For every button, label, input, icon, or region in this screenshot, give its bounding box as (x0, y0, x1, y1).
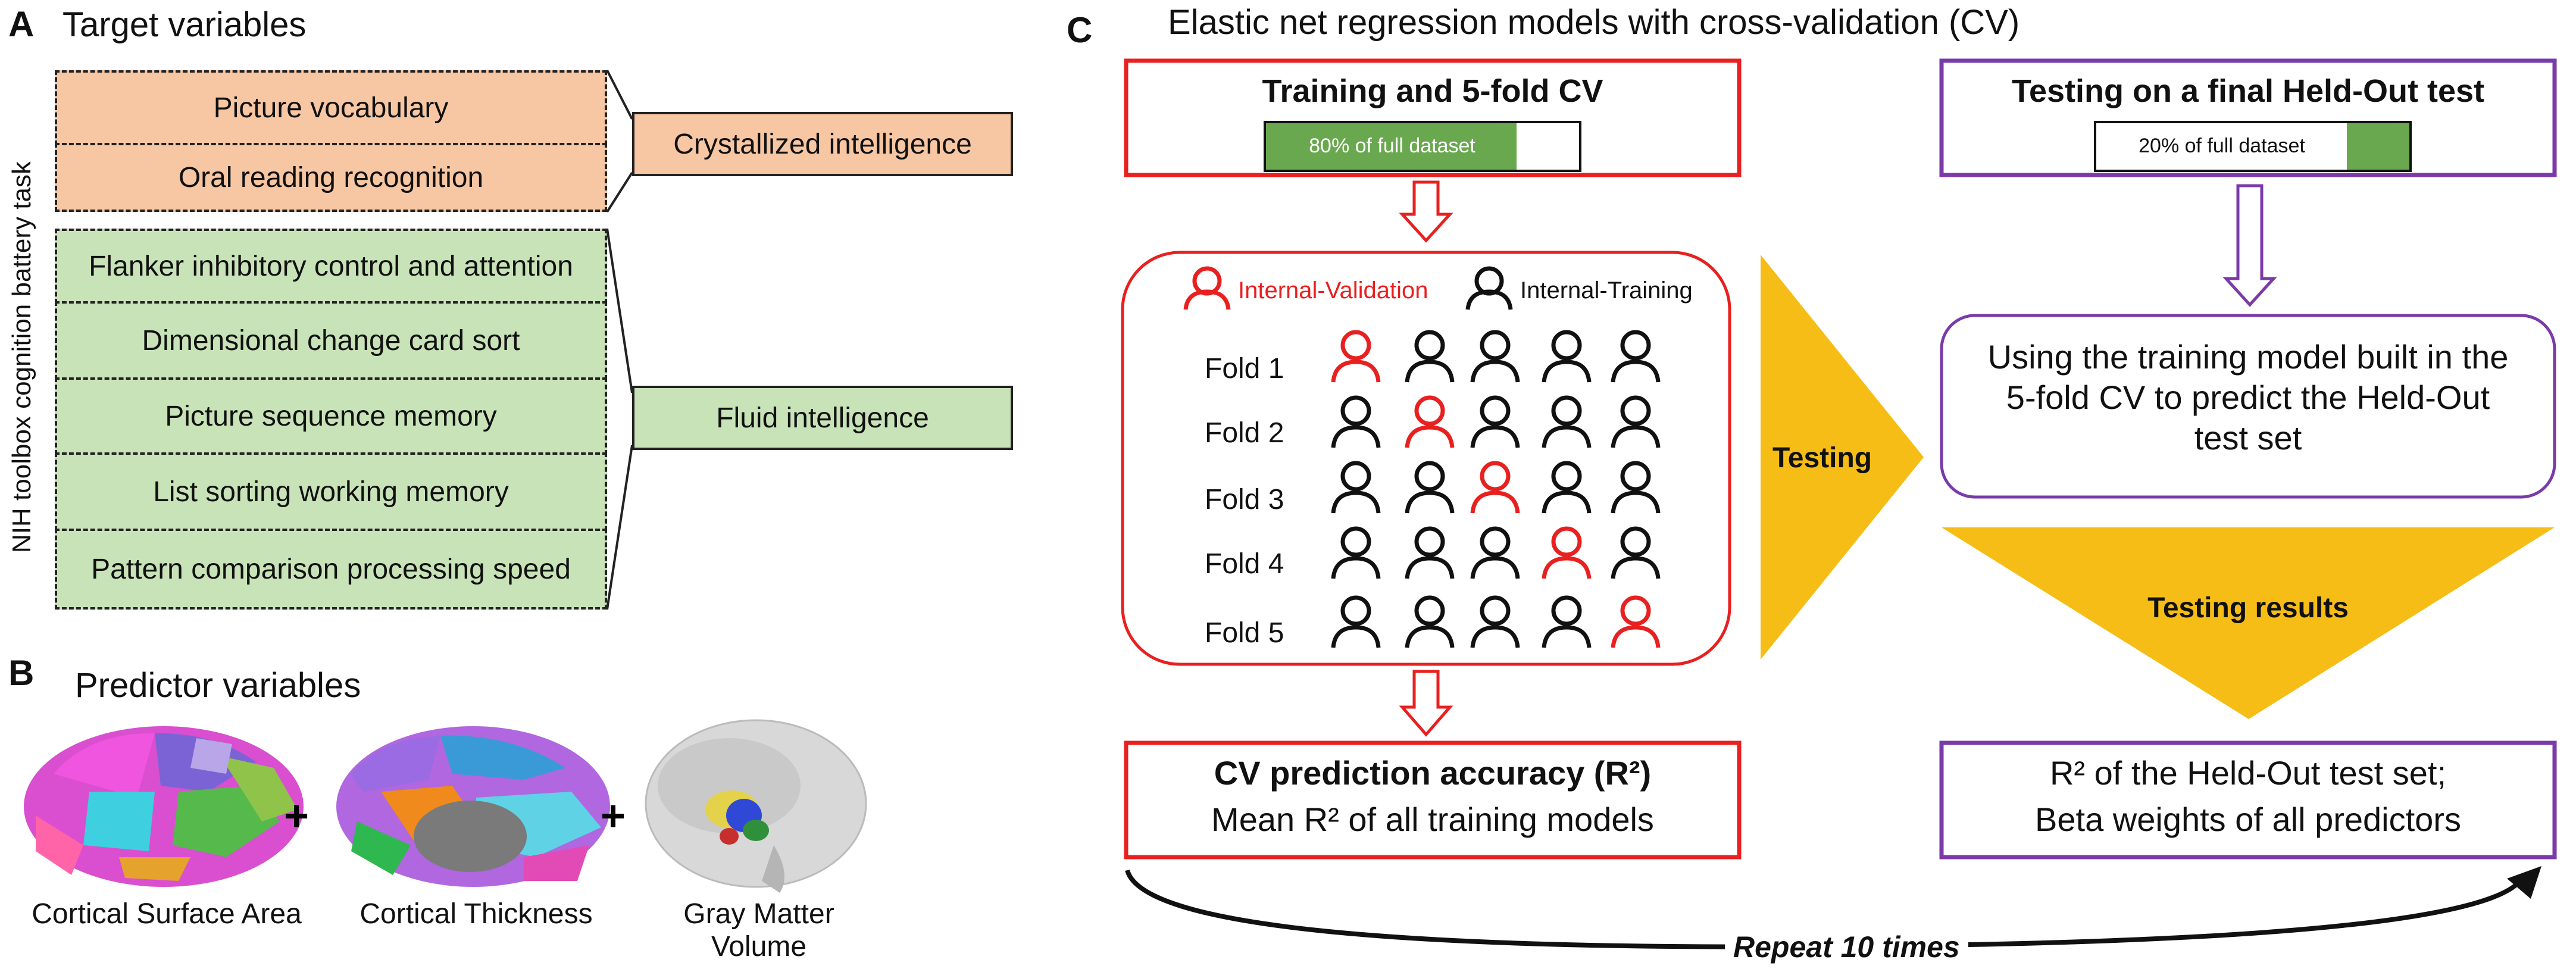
training-person-icon (1331, 526, 1381, 579)
training-person-icon (1331, 395, 1381, 448)
cv-accuracy-title: CV prediction accuracy (R²) (1214, 754, 1652, 792)
testing-title: Testing on a final Held-Out test (2011, 73, 2485, 109)
fluid-intelligence-box: Fluid intelligence (632, 386, 1013, 450)
using-model-text: Using the training model built in the 5-… (1987, 338, 2509, 457)
training-person-icon (1542, 595, 1592, 648)
fold-label-4: Fold 4 (1205, 548, 1284, 580)
brain-thickness-image (336, 726, 610, 887)
testing-results-label: Testing results (2147, 592, 2349, 624)
training-person-icon (1405, 330, 1455, 383)
training-person-icon (1470, 330, 1520, 383)
panel-c-title: Elastic net regression models with cross… (1168, 3, 2020, 42)
brain-volume-image (645, 719, 867, 893)
cv-accuracy-sub: Mean R² of all training models (1211, 801, 1654, 838)
heldout-results-box (1939, 740, 2557, 860)
brain-label-volume: Gray Matter Volume (683, 898, 834, 962)
training-title: Training and 5-fold CV (1262, 73, 1603, 109)
task-pattern-comparison: Pattern comparison processing speed (55, 529, 607, 610)
training-person-icon (1611, 395, 1661, 448)
brain-surface-area-image (24, 726, 304, 887)
fold-label-2: Fold 2 (1205, 417, 1284, 449)
training-person-icon (1470, 395, 1520, 448)
training-person-icon (1611, 461, 1661, 514)
arrow-down-red-1 (1399, 180, 1453, 243)
training-person-icon (1331, 595, 1381, 648)
validation-person-icon (1542, 526, 1592, 579)
testing-arrow-triangle (1761, 255, 1924, 660)
training-person-icon (1405, 461, 1455, 514)
fold-label-1: Fold 1 (1205, 353, 1284, 385)
brain-label-thickness: Cortical Thickness (359, 898, 593, 930)
panel-c-letter: C (1067, 10, 1093, 50)
training-person-icon (1611, 526, 1661, 579)
legend-validation-person-icon (1183, 266, 1231, 310)
testing-bar-label: 20% of full dataset (2139, 135, 2305, 157)
plus-1: + (284, 792, 309, 840)
training-person-icon (1405, 595, 1455, 648)
arrow-down-purple (2222, 184, 2277, 307)
training-person-icon (1331, 461, 1381, 514)
legend-validation-label: Internal-Validation (1238, 277, 1428, 304)
validation-person-icon (1611, 595, 1661, 648)
brain-label-surface-area: Cortical Surface Area (32, 898, 302, 930)
fold-person-grid (1331, 330, 1661, 648)
panel-a-title: Target variables (62, 5, 307, 44)
fold-label-3: Fold 3 (1205, 484, 1284, 515)
panel-a-letter: A (8, 4, 35, 44)
training-bar-label: 80% of full dataset (1309, 135, 1475, 157)
validation-person-icon (1470, 461, 1520, 514)
validation-person-icon (1331, 330, 1381, 383)
training-person-icon (1542, 395, 1592, 448)
training-person-icon (1470, 526, 1520, 579)
legend-training-person-icon (1465, 266, 1513, 310)
training-person-icon (1542, 330, 1592, 383)
folds-box (1121, 251, 1731, 666)
using-model-box (1940, 314, 2556, 499)
repeat-arrowhead (2507, 866, 2541, 899)
repeat-label: Repeat 10 times (1725, 930, 1968, 964)
training-person-icon (1611, 330, 1661, 383)
training-person-icon (1542, 461, 1592, 514)
fold-label-5: Fold 5 (1205, 617, 1284, 649)
task-list-sorting: List sorting working memory (55, 452, 607, 531)
panel-b-title: Predictor variables (75, 666, 361, 705)
testing-arrow-label: Testing (1772, 442, 1872, 474)
crystallized-intelligence-box: Crystallized intelligence (632, 112, 1013, 176)
testing-bar-fill (2347, 123, 2409, 170)
training-bar-fill (1266, 123, 1517, 170)
task-picture-sequence: Picture sequence memory (55, 377, 607, 455)
legend-training-label: Internal-Training (1520, 277, 1693, 304)
results-arrow-triangle (1942, 527, 2555, 719)
heldout-line-2: Beta weights of all predictors (2035, 801, 2461, 838)
training-person-icon (1470, 595, 1520, 648)
arrow-down-red-2 (1399, 670, 1453, 737)
panel-b-letter: B (8, 653, 35, 693)
validation-person-icon (1405, 395, 1455, 448)
task-oral-reading: Oral reading recognition (55, 143, 607, 212)
training-person-icon (1405, 526, 1455, 579)
task-dccs: Dimensional change card sort (55, 301, 607, 380)
heldout-line-1: R² of the Held-Out test set; (2049, 754, 2447, 792)
plus-2: + (601, 792, 626, 840)
cv-accuracy-box (1124, 740, 1742, 860)
